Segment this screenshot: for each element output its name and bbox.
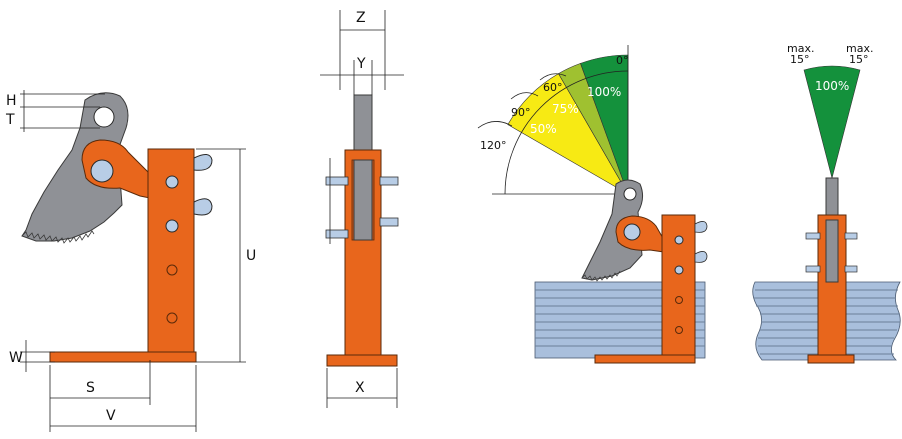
clamp3-base: [594, 354, 696, 364]
lateral-deg-left: 15°: [790, 53, 810, 66]
shackle-hole: [93, 106, 115, 128]
clamp3-jaw: [581, 179, 644, 281]
pivot-pin: [90, 159, 114, 183]
lateral-angle-view: 100% max. 15° max. 15°: [752, 42, 901, 364]
column-hole-4: [166, 312, 178, 324]
dim-w-label: W: [9, 350, 23, 366]
angle-0-label: 0°: [616, 54, 629, 67]
front-jaw-inner: [353, 159, 373, 241]
clamp-base: [49, 351, 197, 363]
front-bracket-left-upper: [325, 176, 349, 186]
dim-t-label: T: [5, 112, 15, 128]
clamp4-jaw-inner: [825, 219, 839, 283]
dim-z-label: Z: [356, 10, 366, 26]
jaw-cam: [21, 92, 129, 242]
lateral-max-left: max.: [787, 42, 814, 55]
front-bracket-right-upper: [379, 176, 399, 186]
angle-90-label: 90°: [511, 106, 531, 119]
pct-75-label: 75%: [552, 102, 579, 116]
lateral-deg-right: 15°: [849, 53, 869, 66]
angle-120-label: 120°: [480, 139, 507, 152]
clamp3-shackle-hole: [623, 187, 637, 201]
dim-v-label: V: [106, 408, 116, 424]
dim-s-label: S: [86, 380, 95, 396]
lateral-max-right: max.: [846, 42, 873, 55]
dim-u-label: U: [246, 248, 256, 264]
dim-y-label: Y: [356, 56, 366, 72]
lateral-pct-100-label: 100%: [815, 79, 849, 93]
jaw-teeth: [21, 230, 95, 244]
angle-capacity-view: 100% 75% 50% 0° 60° 90° 120°: [477, 45, 708, 364]
clamp3-pivot: [623, 223, 641, 241]
dim-h-label: H: [6, 93, 17, 109]
front-view: Z Y X: [320, 10, 404, 408]
clamp4-column: [817, 214, 847, 359]
pct-50-label: 50%: [530, 122, 557, 136]
column-hole-1: [165, 175, 179, 189]
front-bracket-right-lower: [379, 217, 399, 227]
column-hole-3: [166, 264, 178, 276]
pct-100-label: 100%: [587, 85, 621, 99]
side-view: H T U W S V: [5, 90, 256, 432]
lateral-zone-100: [803, 65, 861, 180]
dim-x-label: X: [355, 380, 365, 396]
handle-ring-upper: [193, 154, 213, 171]
front-bracket-left-lower: [325, 229, 349, 239]
angle-60-label: 60°: [543, 81, 563, 94]
clamp-arm: [81, 139, 151, 199]
clamp4-base: [807, 354, 855, 364]
handle-ring-lower: [193, 198, 213, 216]
front-base: [326, 354, 398, 367]
column-hole-2: [165, 219, 179, 233]
